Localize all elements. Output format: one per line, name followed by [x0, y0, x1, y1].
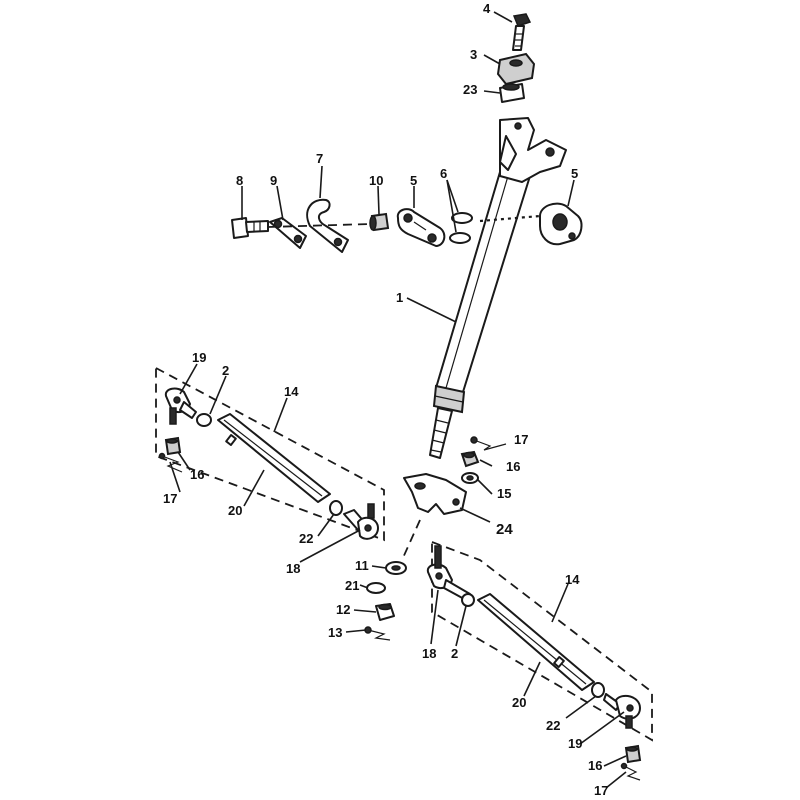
callout-4: 4 — [483, 1, 491, 16]
callout-18-right: 18 — [422, 646, 436, 661]
nut-22-right-part — [591, 682, 605, 698]
nut-2-right-part — [461, 593, 475, 607]
callout-11: 11 — [355, 558, 369, 573]
nut-22-left-part — [329, 500, 343, 516]
bushing-23-part — [499, 83, 525, 103]
pitman-arm-24-part — [403, 473, 467, 515]
callout-20-left: 20 — [228, 503, 242, 518]
nut-16-left-part — [164, 436, 182, 456]
nut-2-left-part — [196, 413, 212, 427]
bolt-4-part — [512, 13, 532, 51]
callout-13: 13 — [328, 625, 342, 640]
callout-5-right: 5 — [571, 166, 578, 181]
callout-18-left: 18 — [286, 561, 300, 576]
callout-14-right: 14 — [565, 572, 580, 587]
leader-lines — [169, 11, 627, 789]
nut-16-right-part — [624, 744, 642, 764]
callout-24: 24 — [496, 521, 513, 538]
callout-16-left: 16 — [190, 467, 204, 482]
clamp-3-part — [496, 52, 536, 86]
link-plate-9-part — [269, 217, 307, 249]
clamp-5-right-part — [539, 202, 583, 246]
spacer-10-part — [369, 212, 390, 232]
tie-rod-tube-20-right-part — [477, 593, 595, 691]
callout-14-left: 14 — [284, 384, 299, 399]
callout-23: 23 — [463, 82, 477, 97]
callout-12: 12 — [336, 602, 350, 617]
callout-19-left: 19 — [192, 350, 206, 365]
clamp-5-left-part — [396, 208, 446, 247]
steering-column-part — [429, 117, 567, 459]
callout-19-right: 19 — [568, 736, 582, 751]
tie-rod-group-boundary — [431, 540, 653, 742]
callout-17-left: 17 — [163, 491, 177, 506]
callout-16-top: 16 — [506, 459, 520, 474]
washer-15-part — [461, 472, 479, 484]
tie-rod-tube-20-left-part — [217, 413, 331, 503]
callout-15: 15 — [497, 486, 511, 501]
callout-17-right: 17 — [594, 783, 608, 798]
assembly-centerline — [267, 223, 371, 228]
callout-2-right: 2 — [451, 646, 458, 661]
bolt-8-part — [231, 217, 269, 239]
tie-rod-end-18-right-part — [426, 545, 471, 601]
nut-12-part — [375, 603, 395, 621]
hook-bracket-7-part — [306, 198, 349, 253]
callout-2-left: 2 — [222, 363, 229, 378]
tie-rod-end-18-left-part — [343, 503, 379, 540]
cotter-pin-17-left-part — [158, 452, 183, 473]
cotter-pin-17-top-part — [470, 436, 507, 451]
tie-rod-end-19-left-part — [164, 387, 197, 425]
callout-17-top: 17 — [514, 432, 528, 447]
washer-21-part — [366, 582, 386, 594]
callout-9: 9 — [270, 173, 277, 188]
callout-labels: 4 3 23 8 9 7 10 5 6 5 1 19 2 14 16 17 20… — [163, 1, 608, 798]
callout-22-left: 22 — [299, 531, 313, 546]
callout-22-right: 22 — [546, 718, 560, 733]
callout-3: 3 — [470, 47, 477, 62]
callout-8: 8 — [236, 173, 243, 188]
shims-6-part — [449, 212, 473, 244]
callout-20-right: 20 — [512, 695, 526, 710]
callout-7: 7 — [316, 151, 323, 166]
callout-6: 6 — [440, 166, 447, 181]
callout-5-left: 5 — [410, 173, 417, 188]
cotter-pin-17-right-part — [620, 762, 641, 781]
callout-21: 21 — [345, 578, 359, 593]
assembly-centerline — [479, 214, 541, 223]
callout-10: 10 — [369, 173, 383, 188]
nut-16-top-part — [460, 450, 480, 468]
callout-16-right: 16 — [588, 758, 602, 773]
assembly-centerline — [401, 519, 421, 561]
callout-1: 1 — [396, 290, 403, 305]
cotter-pin-13-part — [364, 626, 391, 641]
nut-11-part — [385, 561, 407, 575]
